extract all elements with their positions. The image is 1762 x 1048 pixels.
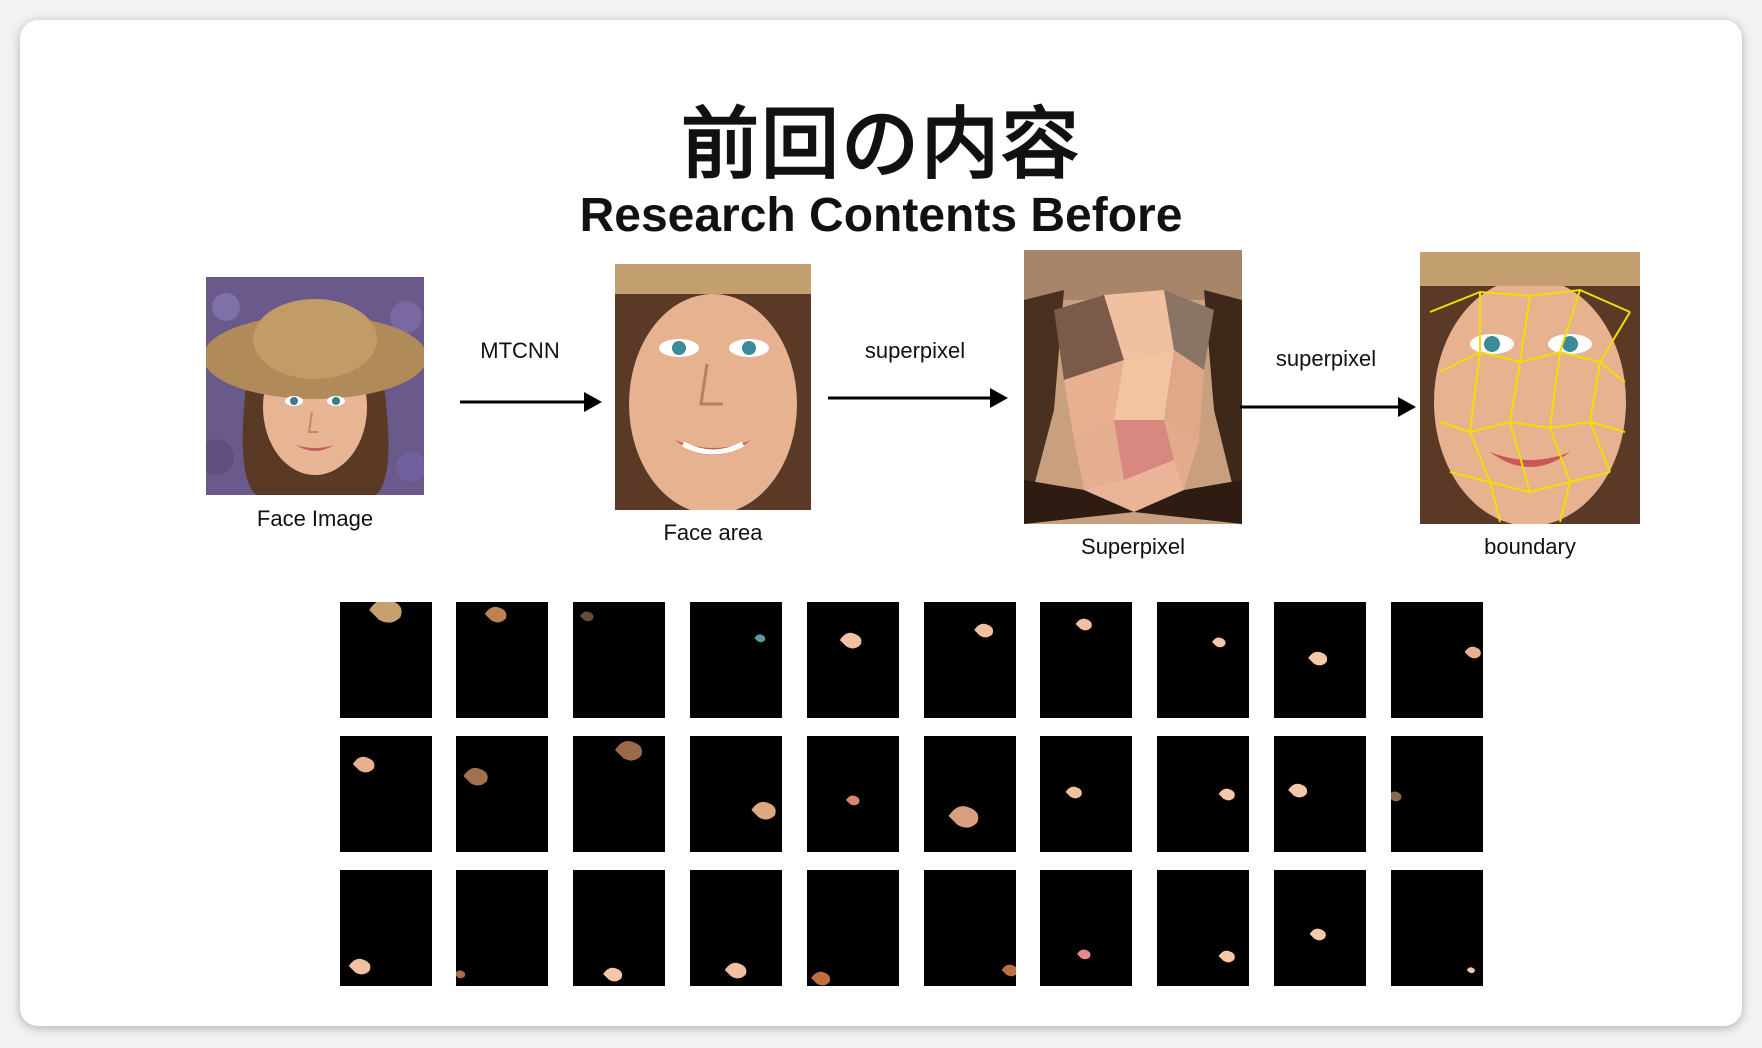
segment-patch: [456, 870, 548, 986]
segment-fragment: [352, 756, 375, 773]
segment-patch: [573, 602, 665, 718]
segment-patch: [1040, 736, 1132, 852]
segment-fragment: [1075, 618, 1092, 631]
segment-fragment: [1464, 646, 1481, 659]
segment-fragment: [1212, 637, 1226, 648]
superpixel-image: [1024, 250, 1242, 524]
segment-patch: [1274, 736, 1366, 852]
stage-caption-face-image: Face Image: [256, 506, 374, 531]
arrow-right-icon: [1240, 397, 1416, 417]
segment-fragment: [1077, 949, 1091, 960]
segment-patch: [340, 736, 432, 852]
segment-fragment: [580, 611, 594, 622]
segment-patch: [924, 870, 1016, 986]
segment-patch: [1157, 602, 1249, 718]
segment-fragment: [1065, 786, 1082, 799]
slide: 前回の内容 Research Contents Before Face Imag…: [20, 20, 1742, 1026]
segment-patch: [1274, 870, 1366, 986]
segment-patch: [690, 870, 782, 986]
segment-patch: [1157, 736, 1249, 852]
segment-patch: [1157, 870, 1249, 986]
segment-patch: [1040, 602, 1132, 718]
segment-patch: [1391, 870, 1483, 986]
segment-patch: [1040, 870, 1132, 986]
segment-patch: [690, 736, 782, 852]
segment-fragment: [811, 971, 831, 986]
segment-fragment: [369, 602, 402, 623]
segment-fragment: [1309, 928, 1326, 941]
segment-patch: [456, 602, 548, 718]
segment-patch: [340, 602, 432, 718]
boundary-image: [1420, 252, 1640, 524]
stage-caption-boundary: boundary: [1484, 534, 1576, 559]
segment-patch: [807, 870, 899, 986]
segment-fragment: [1391, 791, 1402, 802]
segment-fragment: [1001, 964, 1016, 977]
segment-fragment: [948, 806, 979, 828]
segment-patch: [340, 870, 432, 986]
segment-patch: [807, 602, 899, 718]
segment-patch: [924, 602, 1016, 718]
segment-fragment: [463, 767, 488, 786]
segment-patch: [456, 736, 548, 852]
segment-fragment: [839, 632, 862, 649]
segment-fragment: [1308, 651, 1328, 666]
segment-patch: [690, 602, 782, 718]
arrow-label-superpixel-2: superpixel: [1275, 346, 1377, 371]
segment-fragment: [603, 967, 623, 982]
arrow-right-icon: [828, 388, 1008, 408]
segment-fragment: [1288, 783, 1308, 798]
page-title: 前回の内容: [680, 100, 1081, 190]
arrow-label-mtcnn: MTCNN: [480, 338, 560, 363]
segment-fragment: [484, 606, 507, 623]
segment-fragment: [724, 962, 747, 979]
segment-patch: [1274, 602, 1366, 718]
stage-caption-face-area: Face area: [663, 520, 763, 545]
arrow-label-superpixel-1: superpixel: [864, 338, 966, 363]
stage-caption-superpixel: Superpixel: [1081, 534, 1185, 559]
face-image: [206, 277, 424, 495]
segment-fragment: [1218, 788, 1235, 801]
segment-patch: [807, 736, 899, 852]
arrow-right-icon: [460, 392, 602, 412]
face-area-image: [615, 264, 811, 510]
segment-fragment: [348, 958, 371, 975]
segment-patch: [924, 736, 1016, 852]
segment-patch: [573, 870, 665, 986]
segment-fragment: [1218, 950, 1235, 963]
segment-fragment: [974, 623, 994, 638]
segment-fragment: [456, 970, 466, 979]
segment-patch: [573, 736, 665, 852]
segment-fragment: [754, 634, 766, 643]
segment-fragment: [1466, 967, 1475, 974]
segment-fragment: [751, 801, 776, 820]
segment-fragment: [615, 741, 642, 761]
segment-patch: [1391, 602, 1483, 718]
page-subtitle: Research Contents Before: [579, 189, 1183, 242]
segment-patch: [1391, 736, 1483, 852]
segment-fragment: [846, 795, 860, 806]
